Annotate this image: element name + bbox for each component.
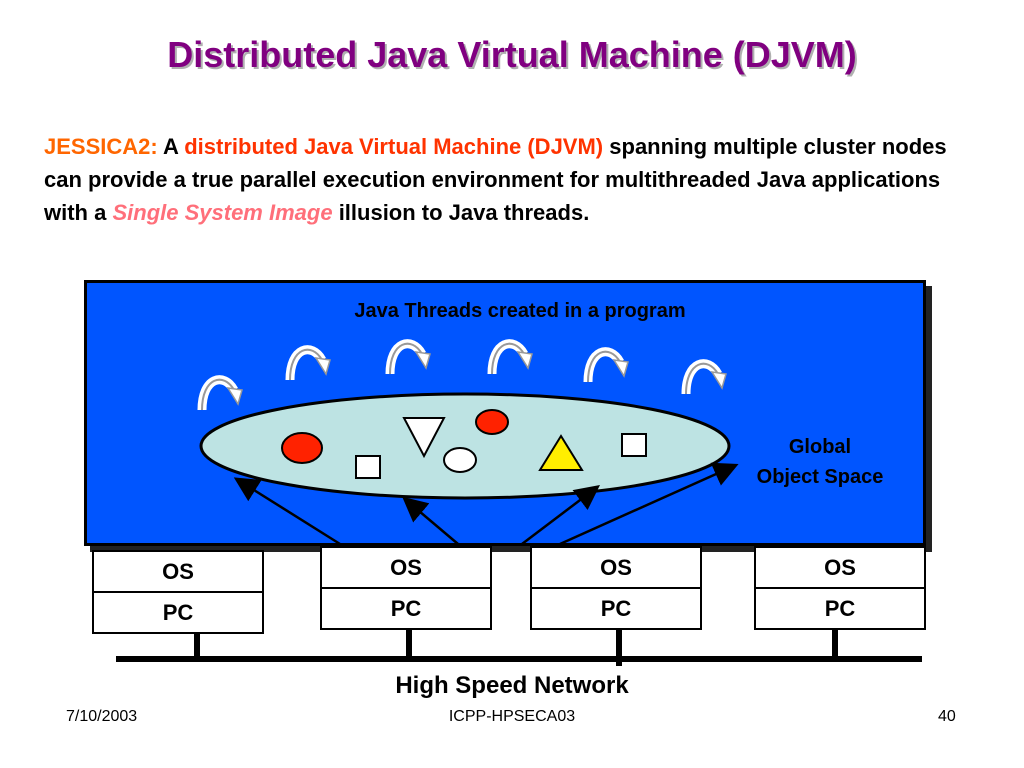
link-arrow <box>559 462 739 546</box>
white-circle-object <box>443 447 477 473</box>
square-object <box>621 433 647 457</box>
intro-ssi: Single System Image <box>112 200 333 225</box>
thread-arrow <box>583 347 629 383</box>
object-space-line1: Global <box>788 436 852 458</box>
node-pc: PC <box>390 596 422 621</box>
footer-page-number: 40 <box>938 708 956 725</box>
node-pc: PC <box>162 600 194 625</box>
node-os: OS <box>94 552 262 593</box>
link-arrow <box>233 477 341 546</box>
red-circle-object <box>281 432 323 464</box>
footer-date: 7/10/2003 <box>66 708 138 725</box>
network-label: High Speed Network <box>395 672 629 699</box>
network-drop <box>616 628 622 666</box>
intro-lead: JESSICA2: <box>44 134 158 159</box>
network-drop <box>832 628 838 658</box>
thread-arrow <box>285 345 331 381</box>
cluster-node: OS PC <box>320 546 492 630</box>
link-arrow <box>521 484 600 545</box>
thread-arrow <box>385 339 431 375</box>
global-object-space <box>199 392 731 500</box>
intro-paragraph: JESSICA2: A distributed Java Virtual Mac… <box>44 130 984 229</box>
object-space-line2: Object Space <box>756 466 884 488</box>
square-object <box>355 455 381 479</box>
node-pc: PC <box>600 596 632 621</box>
node-pc: PC <box>824 596 856 621</box>
cluster-node: OS PC <box>754 546 926 630</box>
red-circle-object <box>475 409 509 435</box>
footer-center: ICPP-HPSECA03 <box>448 708 576 725</box>
network-drop <box>194 630 200 658</box>
cluster-node: OS PC <box>530 546 702 630</box>
threads-label: Java Threads created in a program <box>354 300 686 322</box>
node-os: OS <box>532 548 700 589</box>
up-triangle-object <box>538 434 584 471</box>
intro-part2: spanning multiple cluster nodes can prov… <box>44 134 947 225</box>
node-os: OS <box>756 548 924 589</box>
link-arrow <box>402 496 459 545</box>
intro-accent: distributed Java Virtual Machine (DJVM) <box>184 134 604 159</box>
object-space-label: Global Object Space <box>736 432 904 492</box>
slide-title: Distributed Java Virtual Machine (DJVM) <box>167 34 857 75</box>
node-os: OS <box>322 548 490 589</box>
network-bus <box>116 656 922 662</box>
down-triangle-object <box>402 417 446 459</box>
thread-arrow <box>681 359 727 395</box>
thread-arrow <box>197 375 243 411</box>
thread-arrow <box>487 339 533 375</box>
intro-part3: illusion to Java threads. <box>338 200 590 225</box>
intro-part1: A <box>163 134 179 159</box>
cluster-node: OS PC <box>92 550 264 634</box>
network-drop <box>406 628 412 658</box>
